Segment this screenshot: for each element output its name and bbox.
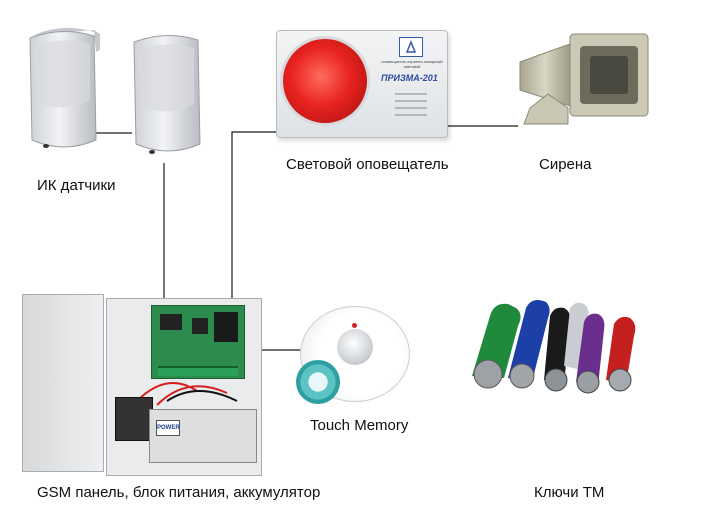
- pcb-board: [151, 305, 245, 379]
- touch-memory-ring-icon: [296, 360, 340, 404]
- status-led: [352, 323, 357, 328]
- key-green: [472, 303, 521, 389]
- brand-logo-icon: [399, 37, 423, 57]
- key-blue: [508, 300, 550, 389]
- siren-label: Сирена: [539, 156, 592, 173]
- wire-strobe-to-panel: [231, 131, 277, 298]
- battery: POWER: [149, 409, 257, 463]
- touch-memory-label: Touch Memory: [310, 417, 409, 434]
- power-supply: [115, 397, 153, 441]
- tm-keys: [472, 300, 636, 394]
- gsm-panel-label: GSM панель, блок питания, аккумулятор: [37, 484, 321, 501]
- cabinet-door: [22, 294, 104, 472]
- key-purple: [576, 313, 605, 394]
- battery-brand: POWER: [156, 420, 180, 436]
- panel-cables: [136, 382, 238, 406]
- strobe-model: ПРИЗМА-201: [381, 73, 438, 83]
- key-red: [606, 316, 636, 392]
- key-black: [544, 307, 571, 392]
- ir-sensors-label: ИК датчики: [37, 177, 116, 194]
- touch-contact: [337, 329, 373, 365]
- strobe-label: Световой оповещатель: [286, 156, 449, 173]
- strobe-caption: оповещатель охранно-пожарный световой: [381, 59, 443, 69]
- strobe-device: оповещатель охранно-пожарный световой ПР…: [276, 30, 448, 138]
- ir-sensor-1: [29, 27, 100, 148]
- strobe-vents: [395, 93, 427, 116]
- siren-horn: [519, 33, 649, 125]
- cabinet-body: POWER: [106, 298, 262, 476]
- strobe-lamp: [283, 39, 367, 123]
- tm-keys-label: Ключи ТМ: [534, 484, 605, 501]
- ir-sensor-2: [133, 34, 201, 154]
